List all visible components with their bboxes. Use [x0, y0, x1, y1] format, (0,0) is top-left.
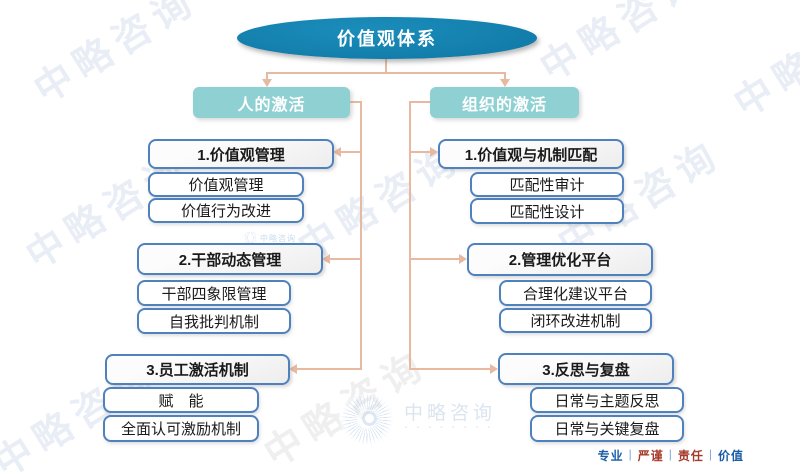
connector-line [266, 72, 268, 80]
group-item: 自我批判机制 [137, 308, 291, 334]
group-item: 价值观管理 [148, 172, 304, 197]
group-header: 3.反思与复盘 [498, 353, 674, 385]
connector-line [410, 101, 433, 103]
footer-separator: | [668, 447, 673, 461]
group-item: 赋 能 [103, 387, 259, 413]
group-item: 合理化建议平台 [499, 280, 652, 306]
group-item: 日常与主题反思 [530, 387, 684, 413]
logo-tagline: ▪ ▪ ▪ ▪ ▪ ▪ ▪ ▪ [405, 425, 494, 431]
arrow-right-icon [459, 254, 467, 264]
arrow-right-icon [430, 147, 438, 157]
arrow-right-icon [490, 364, 498, 374]
ring-icon [362, 411, 377, 426]
group-header: 1.价值观管理 [148, 139, 334, 169]
group-header: 2.管理优化平台 [467, 243, 653, 276]
connector-line [385, 58, 387, 73]
branch-node-people: 人的激活 [193, 87, 350, 118]
footer-value: 责任 [677, 449, 704, 463]
connector-line [297, 368, 362, 370]
watermark-text: 中略咨询 [727, 0, 800, 126]
logo-name: 中略咨询 [260, 234, 296, 243]
arrow-down-icon [500, 79, 510, 87]
connector-line [409, 101, 411, 370]
footer-value: 专业 [597, 449, 624, 463]
arrow-left-icon [322, 254, 330, 264]
footer-slogan: 专业 | 严谨 | 责任 | 价值 [598, 447, 744, 464]
company-logo: 中略咨询 ▪ ▪ ▪ ▪ ▪ ▪ ▪ ▪ [340, 394, 510, 446]
connector-line [341, 151, 362, 153]
arrow-left-icon [333, 147, 341, 157]
branch-node-org: 组织的激活 [430, 87, 579, 118]
group-header: 1.价值观与机制匹配 [438, 139, 624, 169]
watermark-text: 中略咨询 [27, 0, 206, 112]
group-header: 3.员工激活机制 [105, 354, 290, 385]
group-item: 匹配性审计 [470, 172, 624, 197]
group-item: 价值行为改进 [148, 198, 304, 223]
group-item: 闭环改进机制 [499, 308, 652, 333]
root-node: 价值观体系 [237, 17, 537, 59]
connector-line [411, 368, 490, 370]
connector-line [330, 258, 362, 260]
watermark-text: 中略咨询 [533, 0, 712, 90]
connector-line [350, 101, 362, 103]
company-logo-small: 中略咨询 [243, 230, 303, 246]
group-item: 干部四象限管理 [137, 280, 291, 306]
connector-line [411, 151, 430, 153]
logo-name: 中略咨询 [404, 403, 497, 424]
group-header: 2.干部动态管理 [137, 243, 323, 275]
group-item: 全面认可激励机制 [103, 415, 259, 442]
connector-line [411, 258, 459, 260]
footer-value: 价值 [717, 449, 744, 463]
connector-line [266, 72, 506, 74]
group-item: 匹配性设计 [470, 198, 624, 224]
footer-separator: | [628, 447, 633, 461]
arrow-down-icon [262, 79, 272, 87]
connector-line [360, 101, 362, 370]
footer-separator: | [708, 447, 713, 461]
starburst-icon [243, 230, 258, 245]
group-item: 日常与关键复盘 [530, 415, 684, 442]
connector-line [504, 72, 506, 80]
footer-value: 严谨 [637, 449, 664, 463]
arrow-left-icon [289, 364, 297, 374]
